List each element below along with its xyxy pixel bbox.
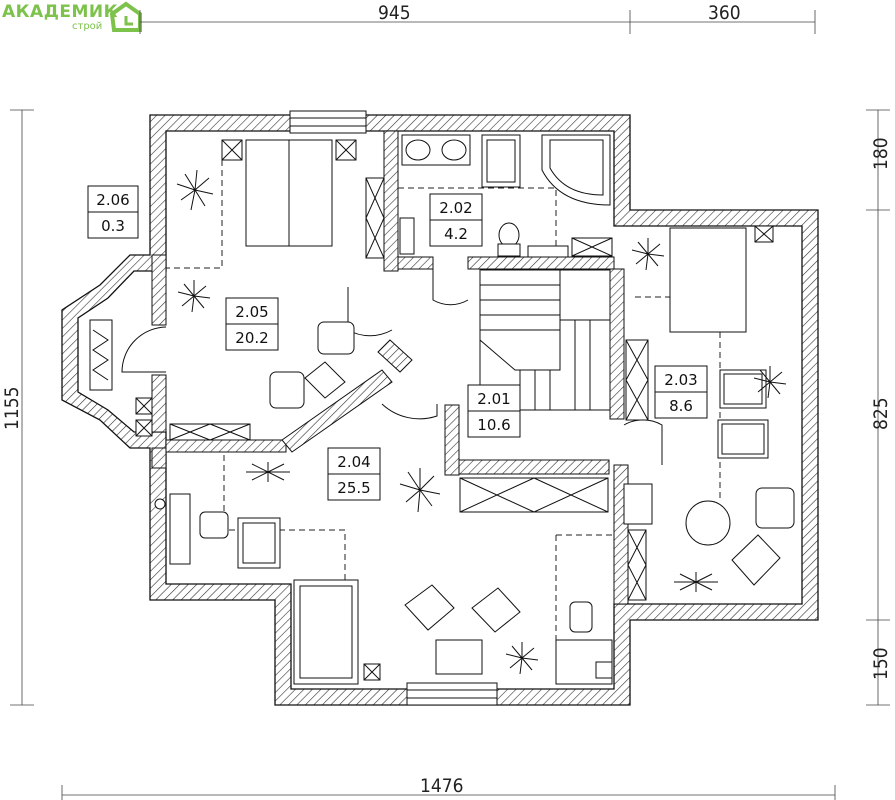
toilet bbox=[498, 222, 520, 248]
exterior-walls bbox=[61, 114, 819, 706]
dim-left: 1155 bbox=[1, 387, 23, 431]
room-area: 10.6 bbox=[477, 416, 510, 434]
plant-icon bbox=[631, 238, 665, 271]
furniture bbox=[89, 134, 795, 685]
room-label-2-04: 2.04 25.5 bbox=[327, 447, 381, 501]
plant-icon bbox=[753, 366, 787, 399]
room-area: 25.5 bbox=[337, 479, 370, 497]
room-number: 2.03 bbox=[664, 371, 697, 389]
room-label-2-02: 2.02 4.2 bbox=[429, 193, 483, 247]
room-number: 2.06 bbox=[96, 191, 129, 209]
room-number: 2.01 bbox=[477, 390, 510, 408]
dimension-lines bbox=[10, 10, 890, 800]
room-number: 2.04 bbox=[337, 453, 370, 471]
logo-check-icon bbox=[124, 16, 133, 26]
windows bbox=[289, 110, 498, 706]
dim-right-middle: 825 bbox=[870, 397, 892, 430]
plants bbox=[176, 169, 787, 675]
logo-brand-name: АКАДЕМИК bbox=[2, 2, 118, 22]
room-area: 20.2 bbox=[235, 329, 268, 347]
dim-right-bottom: 150 bbox=[870, 647, 892, 680]
room-label-2-06: 2.06 0.3 bbox=[87, 185, 139, 239]
plant-icon bbox=[674, 572, 718, 592]
staircase bbox=[479, 269, 611, 411]
plant-icon bbox=[177, 280, 211, 313]
plant-icon bbox=[246, 462, 290, 482]
logo-brand-sub: строй bbox=[72, 21, 102, 32]
room-number: 2.02 bbox=[439, 199, 472, 217]
room-area: 0.3 bbox=[101, 217, 125, 235]
room-label-2-03: 2.03 8.6 bbox=[654, 365, 708, 419]
room-label-2-05: 2.05 20.2 bbox=[225, 297, 279, 351]
plant-icon bbox=[399, 468, 441, 513]
dim-top-right: 360 bbox=[708, 2, 741, 24]
dim-bottom: 1476 bbox=[420, 775, 464, 797]
company-logo: АКАДЕМИК строй bbox=[2, 1, 142, 32]
dim-right-top: 180 bbox=[870, 137, 892, 170]
interior-walls bbox=[151, 130, 629, 605]
room-area: 8.6 bbox=[669, 397, 693, 415]
room-label-2-01: 2.01 10.6 bbox=[467, 384, 521, 438]
bed-2-03 bbox=[669, 227, 747, 333]
plant-icon bbox=[505, 642, 539, 675]
room-number: 2.05 bbox=[235, 303, 268, 321]
room-area: 4.2 bbox=[444, 225, 468, 243]
dim-top-left: 945 bbox=[378, 2, 411, 24]
plant-icon bbox=[176, 169, 214, 211]
